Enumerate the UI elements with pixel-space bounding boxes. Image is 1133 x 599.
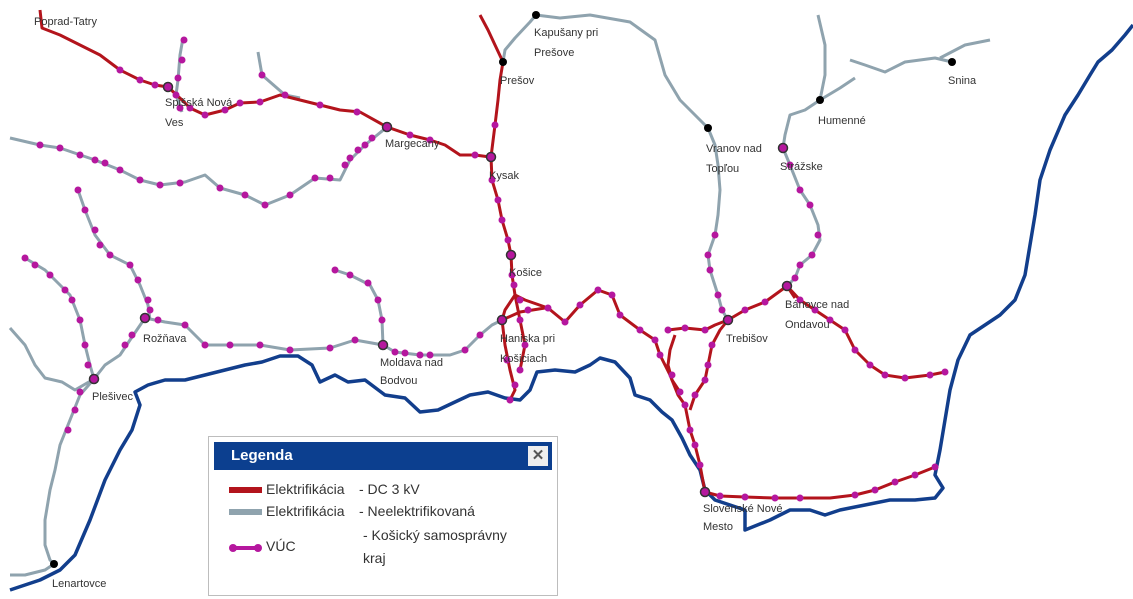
city-label-presov: Prešov	[500, 75, 535, 87]
city-label-haniska-2: Košiciach	[500, 353, 547, 365]
city-label-snina: Snina	[948, 75, 977, 87]
city-label-poprad: Poprad-Tatry	[34, 16, 97, 28]
city-label-banovce: Bánovce nad	[785, 299, 849, 311]
city-label-vranov: Vranov nad	[706, 143, 762, 155]
legend-item-desc: - Neelektrifikovaná	[359, 503, 475, 519]
legend-item-desc: - Košický samosprávny	[363, 527, 507, 543]
city-label-lenartovce: Lenartovce	[52, 578, 106, 590]
close-icon[interactable]: ✕	[528, 446, 548, 466]
city-label-margecany: Margecany	[385, 138, 440, 150]
city-label-kosice: Košice	[509, 267, 542, 279]
city-label-slovenske-nove-mesto: Slovenské Nové	[703, 503, 783, 515]
legend-panel: Legenda ✕ Elektrifikácia - DC 3 kV Elekt…	[208, 436, 558, 596]
city-label-haniska: Haniska pri	[500, 333, 555, 345]
legend-item-label: Elektrifikácia	[266, 481, 345, 497]
city-label-strazske: Strážske	[780, 161, 823, 173]
city-label-spisska-nova-ves: Spišská Nová	[165, 97, 233, 109]
city-label-humenne: Humenné	[818, 115, 866, 127]
major-stations	[50, 11, 956, 568]
legend-item-desc-2: kraj	[363, 550, 386, 566]
city-label-moldava: Moldava nad	[380, 357, 443, 369]
city-label-moldava-2: Bodvou	[380, 375, 417, 387]
city-label-trebisov: Trebišov	[726, 333, 768, 345]
legend-swatch-red-line	[229, 487, 262, 493]
city-label-kapusany-2: Prešove	[534, 47, 574, 59]
state-border	[9, 23, 1133, 592]
city-label-kysak: Kysak	[489, 170, 519, 182]
legend-swatch-magenta-dots	[229, 544, 262, 552]
legend-item-label: VÚC	[266, 538, 296, 554]
legend-item-label: Elektrifikácia	[266, 503, 345, 519]
city-label-vranov-2: Topľou	[706, 163, 739, 175]
city-labels: Poprad-Tatry Kapušany pri Prešove Prešov…	[34, 16, 977, 590]
vuc-stations	[21, 36, 949, 502]
city-label-banovce-2: Ondavou	[785, 319, 830, 331]
legend-item-desc: - DC 3 kV	[359, 481, 420, 497]
city-label-kapusany: Kapušany pri	[534, 27, 598, 39]
city-label-roznava: Rožňava	[143, 333, 187, 345]
city-label-plesivec: Plešivec	[92, 391, 133, 403]
legend-swatch-grey-line	[229, 509, 262, 515]
city-label-slovenske-nove-mesto-2: Mesto	[703, 521, 733, 533]
legend-header: Legenda ✕	[214, 442, 552, 470]
city-label-spisska-nova-ves-2: Ves	[165, 117, 184, 129]
legend-title: Legenda	[231, 447, 293, 464]
